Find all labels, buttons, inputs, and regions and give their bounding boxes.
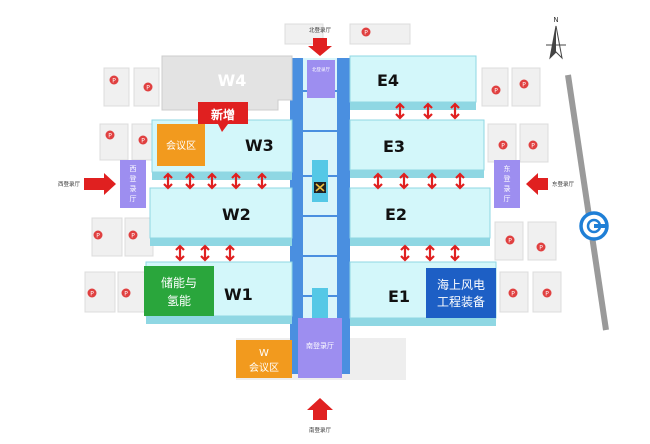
compass-north-label: N — [553, 16, 558, 24]
hall-w2[interactable]: W2 — [149, 187, 293, 246]
east-entrance-label: 东登录厅 — [552, 180, 575, 188]
south-lobby-label: 南登录厅 — [306, 341, 334, 350]
north-entrance-arrow: 北登录厅 — [308, 26, 332, 56]
parking-sign: P — [542, 288, 552, 298]
parking-sign: P — [128, 230, 138, 240]
parking-signs: P P P P P P P P P P P P P P P P P — [87, 27, 552, 298]
hall-w3-label: W3 — [245, 136, 274, 155]
hall-w4-label: W4 — [218, 71, 247, 90]
north-lobby-label: 北登录厅 — [312, 66, 330, 73]
parking-sign: P — [87, 288, 97, 298]
hall-w4[interactable]: W4 — [161, 55, 293, 111]
metro-station-icon — [579, 211, 609, 241]
south-lobby[interactable]: 南登录厅 — [298, 318, 342, 378]
west-lobby-line4: 厅 — [130, 195, 137, 203]
parking-sign: P — [105, 130, 115, 140]
parking-sign: P — [491, 85, 501, 95]
west-lobby[interactable]: 西 登 录 厅 — [120, 160, 146, 208]
west-lobby-line2: 登 — [130, 174, 137, 183]
parking-lot-west — [84, 23, 411, 313]
parking-sign: P — [505, 235, 515, 245]
hall-e4-label: E4 — [377, 71, 399, 90]
east-lobby-line2: 登 — [504, 174, 511, 183]
south-entrance-label: 南登录厅 — [309, 426, 332, 434]
east-lobby-line1: 东 — [504, 164, 511, 173]
hall-e3[interactable]: E3 — [349, 119, 485, 178]
storage-hydrogen-line1: 储能与 — [161, 275, 197, 290]
road-line — [565, 74, 609, 331]
parking-sign: P — [143, 82, 153, 92]
parking-sign-label: P — [364, 30, 368, 37]
meeting-area-w3[interactable]: 会议区 — [157, 124, 205, 166]
parking-sign-label: P — [124, 291, 128, 298]
parking-sign-label: P — [141, 138, 145, 145]
parking-sign-label: P — [522, 82, 526, 89]
east-lobby-line4: 厅 — [504, 195, 511, 203]
offshore-wind-line2: 工程装备 — [437, 294, 485, 309]
new-tag: 新增 — [198, 102, 248, 132]
storage-hydrogen-line2: 氢能 — [167, 293, 191, 308]
flow-arrows — [163, 102, 465, 262]
parking-sign: P — [498, 140, 508, 150]
parking-sign-label: P — [108, 133, 112, 140]
hall-w1-label: W1 — [224, 285, 253, 304]
parking-sign-label: P — [494, 88, 498, 95]
west-lobby-line1: 西 — [130, 165, 137, 173]
parking-sign: P — [528, 140, 538, 150]
cross-icon — [315, 183, 325, 192]
w-meeting-area-line2: 会议区 — [249, 361, 279, 374]
w-meeting-area[interactable]: W 会议区 — [236, 340, 292, 378]
parking-lots — [84, 23, 562, 313]
parking-sign-label: P — [96, 233, 100, 240]
parking-sign-label: P — [508, 238, 512, 245]
compass-icon: N — [546, 16, 566, 60]
hall-e4[interactable]: E4 — [349, 55, 477, 110]
parking-sign: P — [138, 135, 148, 145]
parking-sign-label: P — [501, 143, 505, 150]
west-entrance-arrow: 西登录厅 — [58, 173, 116, 195]
parking-sign-label: P — [531, 143, 535, 150]
central-pavilion — [312, 160, 328, 202]
parking-sign: P — [508, 288, 518, 298]
offshore-wind-line1: 海上风电 — [437, 277, 485, 292]
parking-sign: P — [519, 79, 529, 89]
parking-sign-label: P — [146, 85, 150, 92]
parking-sign-label: P — [545, 291, 549, 298]
meeting-area-w3-label: 会议区 — [166, 139, 196, 152]
hall-w2-label: W2 — [222, 205, 251, 224]
hall-e1-label: E1 — [388, 287, 410, 306]
w-meeting-area-line1: W — [259, 348, 269, 359]
west-lobby-line3: 录 — [130, 185, 137, 193]
parking-sign: P — [361, 27, 371, 37]
offshore-wind-zone[interactable]: 海上风电 工程装备 — [426, 268, 496, 318]
storage-hydrogen-zone[interactable]: 储能与 氢能 — [144, 266, 214, 316]
parking-sign-label: P — [539, 245, 543, 252]
parking-sign-label: P — [112, 78, 116, 85]
east-entrance-arrow: 东登录厅 — [526, 173, 575, 195]
north-entrance-label: 北登录厅 — [309, 26, 332, 34]
hall-e3-label: E3 — [383, 137, 405, 156]
north-lobby[interactable]: 北登录厅 — [307, 60, 335, 98]
parking-sign-label: P — [131, 233, 135, 240]
new-tag-label: 新增 — [211, 107, 235, 122]
parking-sign: P — [121, 288, 131, 298]
parking-sign: P — [536, 242, 546, 252]
parking-sign-label: P — [511, 291, 515, 298]
hall-e2[interactable]: E2 — [349, 187, 491, 246]
hall-e2-label: E2 — [385, 205, 407, 224]
east-lobby-line3: 录 — [504, 185, 511, 193]
parking-sign: P — [109, 75, 119, 85]
south-entrance-arrow: 南登录厅 — [307, 398, 333, 434]
west-entrance-label: 西登录厅 — [58, 180, 81, 188]
east-lobby[interactable]: 东 登 录 厅 — [494, 160, 520, 208]
parking-sign-label: P — [90, 291, 94, 298]
parking-sign: P — [93, 230, 103, 240]
